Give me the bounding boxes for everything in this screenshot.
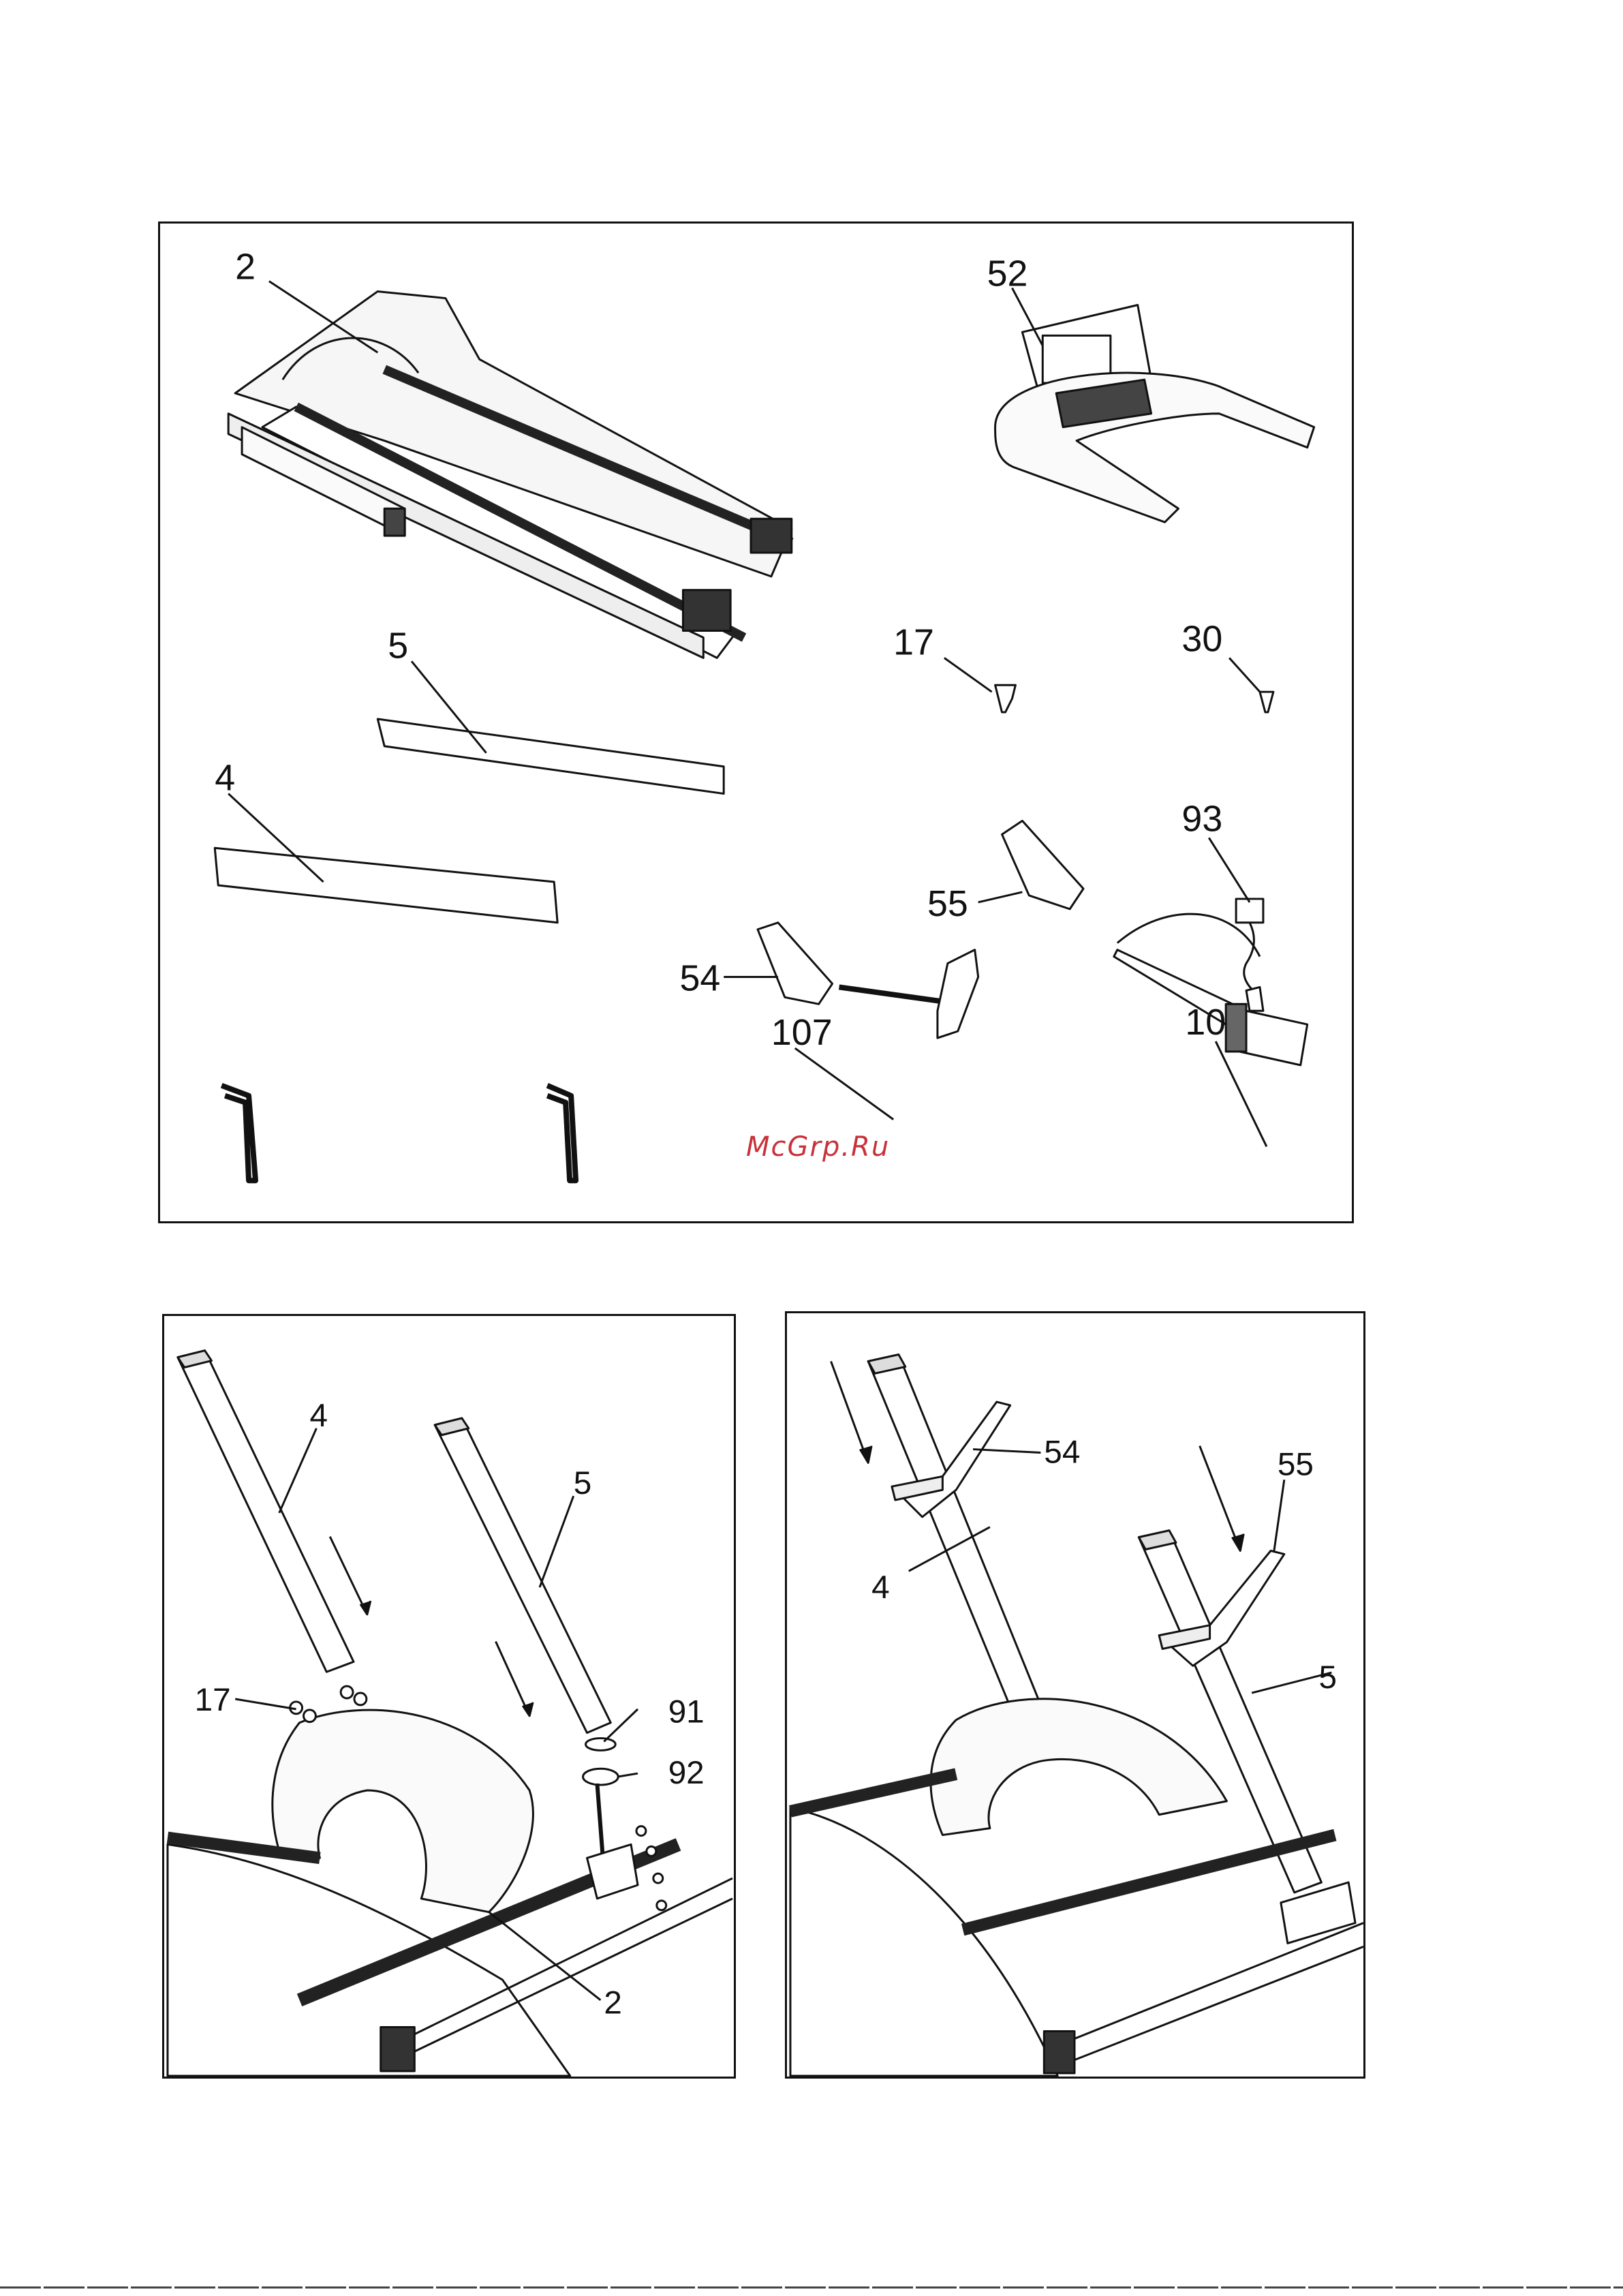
label-part-2: 2 bbox=[604, 1985, 622, 2021]
step1-panel: 4 5 17 91 92 2 bbox=[162, 1314, 736, 2079]
allen-key-left bbox=[221, 1086, 256, 1180]
treadmill-base bbox=[790, 1808, 1057, 2076]
bracket-54 bbox=[758, 923, 833, 1005]
treadmill-base bbox=[228, 292, 792, 658]
upright-4 bbox=[868, 1355, 1044, 1724]
label-part-52: 52 bbox=[987, 254, 1028, 294]
label-part-92: 92 bbox=[668, 1755, 705, 1791]
label-part-5: 5 bbox=[574, 1465, 592, 1501]
upright-5 bbox=[377, 719, 724, 794]
bolt-17 bbox=[995, 685, 1016, 712]
label-part-107: 107 bbox=[771, 1012, 833, 1053]
bracket-55 bbox=[1002, 821, 1084, 908]
label-part-4: 4 bbox=[215, 758, 235, 799]
t-wrench-107 bbox=[839, 950, 978, 1038]
label-part-17: 17 bbox=[195, 1682, 231, 1718]
parts-panel: 2 52 5 17 30 4 93 55 54 107 10 bbox=[158, 221, 1354, 1223]
label-part-54: 54 bbox=[679, 958, 720, 998]
label-part-55: 55 bbox=[927, 883, 968, 924]
label-part-10: 10 bbox=[1185, 1002, 1226, 1043]
upright-5 bbox=[1139, 1531, 1321, 1893]
step1-illustration: 4 5 17 91 92 2 bbox=[164, 1316, 734, 2077]
label-part-55: 55 bbox=[1278, 1446, 1314, 1482]
label-part-30: 30 bbox=[1181, 618, 1222, 659]
step2-panel: 54 55 4 5 bbox=[785, 1311, 1365, 2079]
label-part-17: 17 bbox=[893, 622, 934, 662]
watermark: McGrp.Ru bbox=[746, 1131, 890, 1163]
label-part-4: 4 bbox=[309, 1398, 328, 1434]
screw-30 bbox=[1260, 692, 1273, 712]
upright-4 bbox=[215, 848, 557, 923]
page-bottom-rule bbox=[0, 2286, 1623, 2289]
label-part-54: 54 bbox=[1044, 1434, 1080, 1470]
label-part-5: 5 bbox=[1318, 1659, 1337, 1696]
label-part-91: 91 bbox=[668, 1694, 705, 1730]
label-part-5: 5 bbox=[388, 625, 408, 666]
label-part-2: 2 bbox=[235, 247, 256, 288]
step2-illustration: 54 55 4 5 bbox=[787, 1313, 1363, 2077]
console bbox=[995, 305, 1314, 523]
label-part-93: 93 bbox=[1181, 798, 1222, 839]
parts-illustration: 2 52 5 17 30 4 93 55 54 107 10 bbox=[160, 224, 1352, 1221]
label-part-4: 4 bbox=[871, 1570, 890, 1606]
allen-key-right bbox=[547, 1086, 576, 1180]
